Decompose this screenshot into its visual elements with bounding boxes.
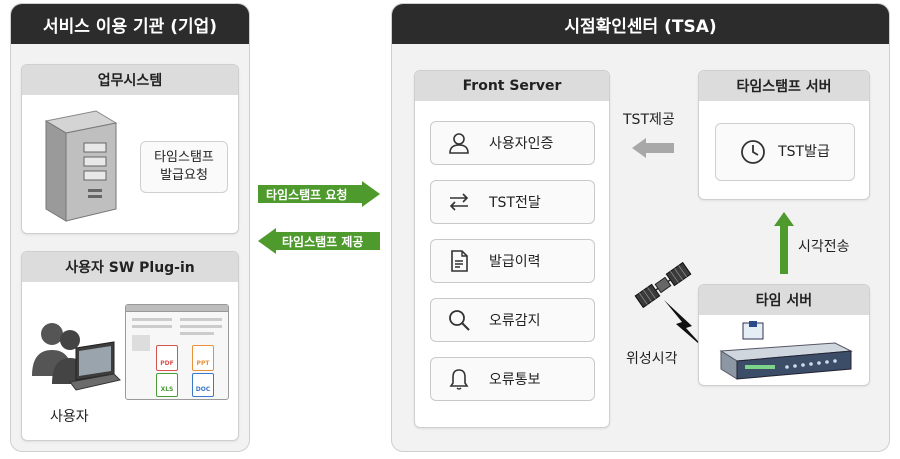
tst-transfer-item: TST전달 [430, 180, 595, 224]
time-server-title: 타임 서버 [699, 285, 869, 315]
doc-file-icon: DOC [192, 373, 214, 397]
tst-issue-label: TST발급 [778, 143, 830, 160]
issue-history-item: 발급이력 [430, 239, 595, 283]
business-system-box: 업무시스템 타임스탬프 발급요청 [21, 64, 239, 234]
document-icon [445, 247, 473, 275]
transfer-arrows-icon [445, 188, 473, 216]
front-server-title: Front Server [415, 71, 609, 101]
front-server-box: Front Server 사용자인증 TST전달 발급이력 오류감지 [414, 70, 610, 428]
time-server-device-icon [719, 321, 853, 380]
tsa-panel-title: 시점확인센터 (TSA) [392, 4, 889, 44]
lightning-icon [664, 300, 706, 350]
app-window-titlebar [126, 305, 228, 312]
content-line [180, 318, 222, 321]
plugin-title: 사용자 SW Plug-in [22, 252, 238, 282]
magnifier-icon [445, 306, 473, 334]
content-line [180, 325, 222, 328]
satellite-time-label: 위성시각 [626, 351, 678, 367]
clock-icon [741, 140, 766, 164]
timestamp-server-box: 타임스탬프 서버 TST발급 [698, 70, 870, 200]
error-detect-label: 오류감지 [489, 313, 541, 329]
xls-file-icon: XLS [156, 373, 178, 397]
time-transfer-label: 시각전송 [798, 239, 850, 255]
error-notify-label: 오류통보 [489, 372, 541, 388]
client-panel: 서비스 이용 기관 (기업) 업무시스템 타임스탬프 발급요청 사용자 SW P… [10, 3, 250, 452]
pdf-file-icon: PDF [156, 345, 178, 371]
server-tower-icon [44, 110, 118, 222]
user-auth-item: 사용자인증 [430, 121, 595, 165]
timestamp-request-tag: 타임스탬프 발급요청 [140, 141, 228, 193]
content-line [132, 318, 172, 321]
error-notify-item: 오류통보 [430, 357, 595, 401]
user-auth-label: 사용자인증 [489, 136, 554, 152]
bell-icon [445, 365, 473, 393]
request-flow-label: 타임스탬프 요청 [266, 188, 348, 202]
time-transfer-arrow [774, 212, 794, 274]
app-window: PDF PPT XLS DOC [125, 304, 229, 400]
tsa-panel: 시점확인센터 (TSA) Front Server 사용자인증 TST전달 발급… [391, 3, 890, 452]
timestamp-request-line1: 타임스탬프 [154, 150, 214, 166]
content-line [180, 332, 214, 335]
content-line [132, 325, 172, 328]
business-system-title: 업무시스템 [22, 65, 238, 95]
error-detect-item: 오류감지 [430, 298, 595, 342]
user-laptop-icon [32, 323, 121, 391]
tst-provide-label: TST제공 [623, 112, 675, 128]
provide-flow-label: 타임스탬프 제공 [282, 235, 364, 249]
ppt-file-label: PPT [196, 360, 210, 367]
time-server-box: 타임 서버 [698, 284, 870, 386]
tst-provide-arrow [632, 138, 674, 158]
satellite-icon [634, 261, 692, 309]
plugin-box: 사용자 SW Plug-in 사용자 PDF PPT [21, 251, 239, 441]
tst-transfer-label: TST전달 [489, 195, 541, 211]
pdf-file-label: PDF [160, 360, 174, 367]
xls-file-label: XLS [160, 386, 174, 393]
provide-flow-arrow: 타임스탬프 제공 [258, 228, 380, 254]
request-flow-arrow: 타임스탬프 요청 [258, 181, 380, 207]
user-icon [445, 129, 473, 157]
issue-history-label: 발급이력 [489, 254, 541, 270]
user-label: 사용자 [50, 409, 89, 425]
client-panel-title: 서비스 이용 기관 (기업) [11, 4, 249, 44]
timestamp-request-line2: 발급요청 [160, 168, 208, 183]
tst-issue-tag: TST발급 [715, 123, 855, 181]
content-placeholder [132, 335, 150, 351]
doc-file-label: DOC [195, 386, 211, 393]
ppt-file-icon: PPT [192, 345, 214, 371]
timestamp-server-title: 타임스탬프 서버 [699, 71, 869, 101]
